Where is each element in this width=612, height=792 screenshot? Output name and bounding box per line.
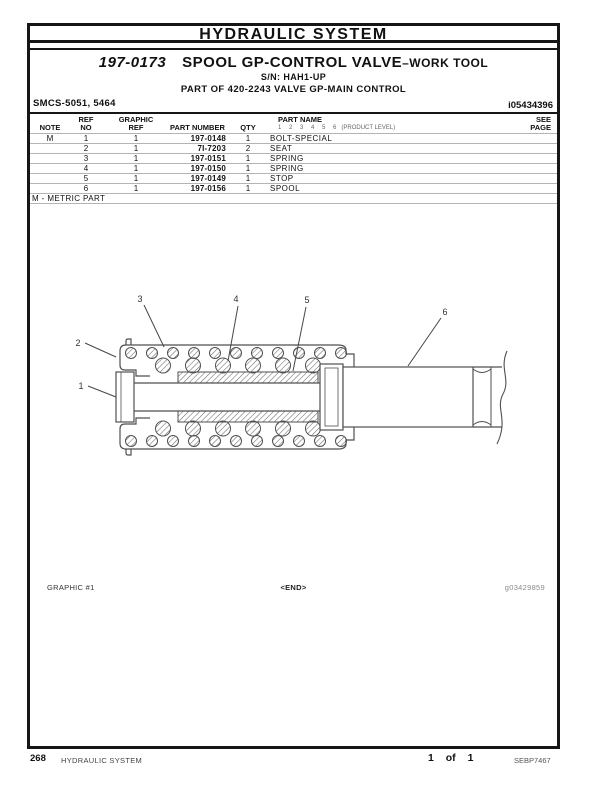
parts-table: NOTE REF NO GRAPHIC REF PART NUMBER QTY … xyxy=(30,114,557,194)
col-part-name: PART NAME 1 2 3 4 5 6(PRODUCT LEVEL) xyxy=(270,114,513,134)
part-title-line: 197-0173 SPOOL GP-CONTROL VALVE–WORK TOOL xyxy=(30,54,557,71)
product-level-line: 1 2 3 4 5 6(PRODUCT LEVEL) xyxy=(278,125,396,131)
table-row: 6 1 197-0156 1 SPOOL xyxy=(30,183,557,194)
table-row: 2 1 7I-7203 2 SEAT xyxy=(30,143,557,154)
serial-line: S/N: HAH1-UP xyxy=(260,72,327,82)
part-of-line: PART OF 420-2243 VALVE GP-MAIN CONTROL xyxy=(180,84,407,95)
col-graphic-ref: GRAPHIC REF xyxy=(102,114,170,134)
document-code: SEBP7467 xyxy=(514,756,551,765)
col-part-number: PART NUMBER xyxy=(170,114,226,134)
graphic-id: g03429859 xyxy=(504,583,545,592)
outer-spring-coils xyxy=(125,347,347,447)
smcs-code: SMCS-5051, 5464 xyxy=(33,98,116,109)
metric-footnote: M - METRIC PART xyxy=(30,194,557,204)
table-row: 4 1 197-0150 1 SPRING xyxy=(30,163,557,174)
callout-3: 3 xyxy=(137,294,142,304)
section-banner: HYDRAULIC SYSTEM xyxy=(30,26,557,43)
valve-cross-section-diagram: 1 2 3 4 5 6 xyxy=(75,294,508,456)
sheet-count: 1 of 1 xyxy=(428,752,474,764)
table-row: 3 1 197-0151 1 SPRING xyxy=(30,153,557,164)
callout-5: 5 xyxy=(304,295,309,305)
footer-section-title: HYDRAULIC SYSTEM xyxy=(61,756,143,765)
spool xyxy=(342,350,508,445)
content-frame: HYDRAULIC SYSTEM 197-0173 SPOOL GP-CONTRO… xyxy=(27,23,560,749)
leader-lines xyxy=(84,304,442,398)
graphic-caption: GRAPHIC #1 xyxy=(47,583,95,592)
col-ref-no: REF NO xyxy=(70,114,102,134)
callout-6: 6 xyxy=(442,307,447,317)
col-see-page: SEE PAGE xyxy=(513,114,557,134)
table-row: 5 1 197-0149 1 STOP xyxy=(30,173,557,184)
col-qty: QTY xyxy=(226,114,270,134)
retainer xyxy=(319,363,344,431)
part-title-suffix: –WORK TOOL xyxy=(402,56,489,70)
callout-2: 2 xyxy=(75,338,80,348)
part-title: SPOOL GP-CONTROL VALVE xyxy=(182,54,403,71)
end-marker: <END> xyxy=(280,583,307,592)
media-id: i05434396 xyxy=(508,100,553,111)
col-note: NOTE xyxy=(30,114,70,134)
break-line xyxy=(496,350,508,445)
banner-divider xyxy=(30,48,557,50)
table-header-row: NOTE REF NO GRAPHIC REF PART NUMBER QTY … xyxy=(30,114,557,134)
parts-table-wrap: NOTE REF NO GRAPHIC REF PART NUMBER QTY … xyxy=(30,112,557,204)
part-number: 197-0173 xyxy=(98,54,167,71)
seat-housing-outline-mirror xyxy=(119,416,355,456)
bolt xyxy=(115,371,322,423)
inner-spring-coils xyxy=(155,357,321,437)
page-number: 268 xyxy=(30,753,46,764)
callout-4: 4 xyxy=(233,294,238,304)
callout-1: 1 xyxy=(78,381,83,391)
table-row: M 1 1 197-0148 1 BOLT-SPECIAL xyxy=(30,133,557,144)
